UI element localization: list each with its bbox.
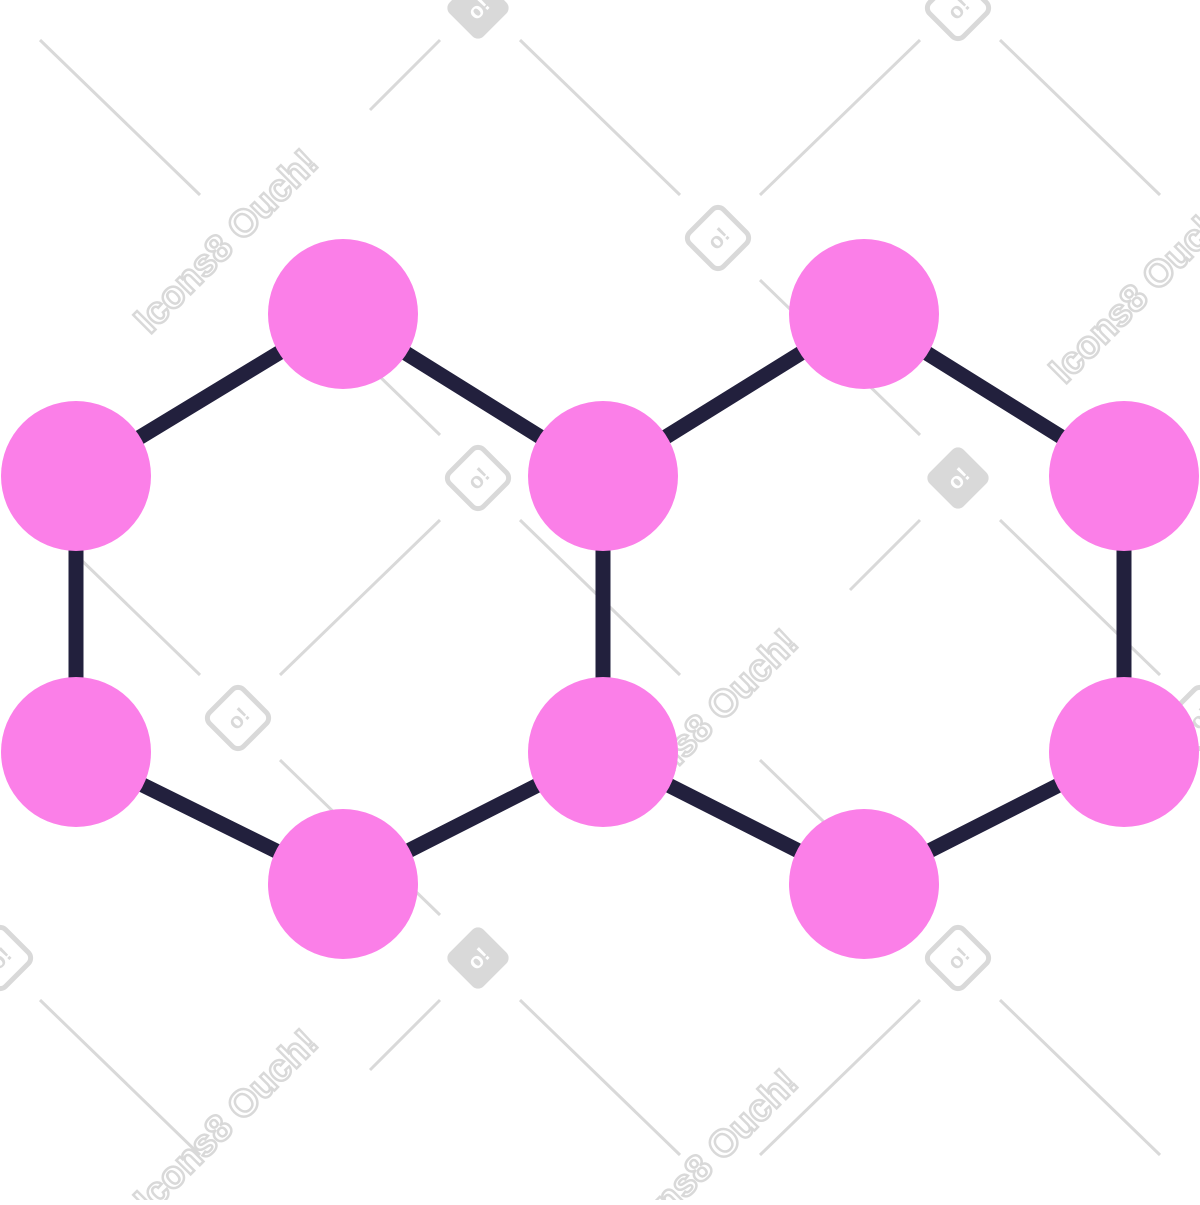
- watermark-line: [518, 38, 682, 197]
- atom-node: [528, 401, 678, 551]
- watermark-line: [38, 38, 202, 197]
- watermark-line: [758, 998, 922, 1157]
- icons8-ouch-logo-icon: o!: [0, 924, 34, 992]
- watermark-line: [278, 518, 442, 677]
- atom-node: [1049, 677, 1199, 827]
- icons8-ouch-logo-icon: o!: [924, 0, 992, 42]
- atom-node: [1049, 401, 1199, 551]
- atom-node: [789, 809, 939, 959]
- icons8-ouch-logo-icon: o!: [924, 924, 992, 992]
- watermark-badge-glyph: o!: [942, 942, 974, 974]
- watermark-badge-glyph: o!: [0, 942, 17, 974]
- icons8-ouch-logo-icon: o!: [444, 444, 512, 512]
- icons8-ouch-logo-icon: o!: [684, 204, 752, 272]
- watermark-text: Icons8 Ouch!: [607, 1062, 807, 1200]
- watermark-line: [998, 38, 1162, 197]
- watermark-line: [518, 998, 682, 1157]
- icons8-ouch-logo-icon: o!: [447, 927, 509, 989]
- watermark-text: Icons8 Ouch!: [127, 1022, 327, 1200]
- icons8-ouch-logo-icon: o!: [204, 684, 272, 752]
- watermark-badge-glyph: o!: [222, 702, 254, 734]
- watermark-text: Icons8 Ouch!: [1042, 192, 1200, 392]
- atom-node: [268, 809, 418, 959]
- watermark-line: [758, 38, 922, 197]
- watermark-badge-glyph: o!: [462, 462, 494, 494]
- atom-node: [528, 677, 678, 827]
- watermark-line: [848, 518, 922, 592]
- atom-node: [1, 401, 151, 551]
- watermark-badge-glyph: o!: [702, 222, 734, 254]
- icons8-ouch-logo-icon: o!: [447, 0, 509, 39]
- watermark-line: [998, 518, 1162, 677]
- atom-node: [268, 239, 418, 389]
- watermark-line: [38, 998, 202, 1157]
- icons8-ouch-logo-icon: o!: [927, 447, 989, 509]
- atom-nodes: [1, 239, 1199, 959]
- watermark-line: [368, 38, 442, 112]
- atom-node: [789, 239, 939, 389]
- watermark-line: [368, 998, 442, 1072]
- watermark-badge-glyph: o!: [942, 0, 974, 25]
- atom-node: [1, 677, 151, 827]
- watermark-line: [998, 998, 1162, 1157]
